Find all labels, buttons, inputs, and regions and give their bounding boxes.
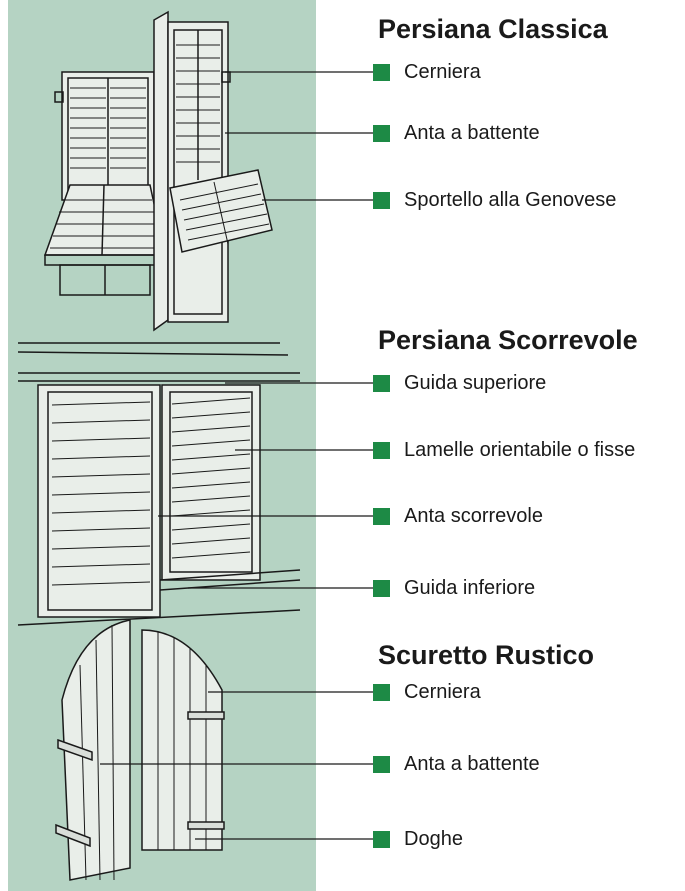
label-anta-a-battente-rustico: Anta a battente: [404, 753, 540, 775]
label-marker: [373, 508, 390, 525]
label-doghe: Doghe: [404, 828, 463, 850]
classic-shutter-drawing: [43, 10, 373, 332]
label-marker: [373, 125, 390, 142]
label-marker: [373, 442, 390, 459]
section-title-persiana-classica: Persiana Classica: [378, 14, 608, 44]
label-marker: [373, 375, 390, 392]
label-marker: [373, 684, 390, 701]
label-lamelle: Lamelle orientabile o fisse: [404, 439, 636, 461]
label-marker: [373, 580, 390, 597]
label-sportello-alla-genovese: Sportello alla Genovese: [404, 189, 617, 211]
sliding-shutter-drawing: [17, 342, 373, 626]
label-marker: [373, 756, 390, 773]
label-guida-inferiore: Guida inferiore: [404, 577, 536, 599]
label-anta-a-battente: Anta a battente: [404, 122, 540, 144]
label-cerniera-rustico: Cerniera: [404, 681, 481, 703]
label-marker: [373, 192, 390, 209]
section-title-persiana-scorrevole: Persiana Scorrevole: [378, 325, 638, 355]
label-marker: [373, 64, 390, 81]
label-anta-scorrevole: Anta scorrevole: [404, 505, 543, 527]
label-guida-superiore: Guida superiore: [404, 372, 547, 394]
label-marker: [373, 831, 390, 848]
section-title-scuretto-rustico: Scuretto Rustico: [378, 640, 595, 670]
rustic-shutter-drawing: [55, 619, 373, 881]
label-cerniera: Cerniera: [404, 61, 481, 83]
